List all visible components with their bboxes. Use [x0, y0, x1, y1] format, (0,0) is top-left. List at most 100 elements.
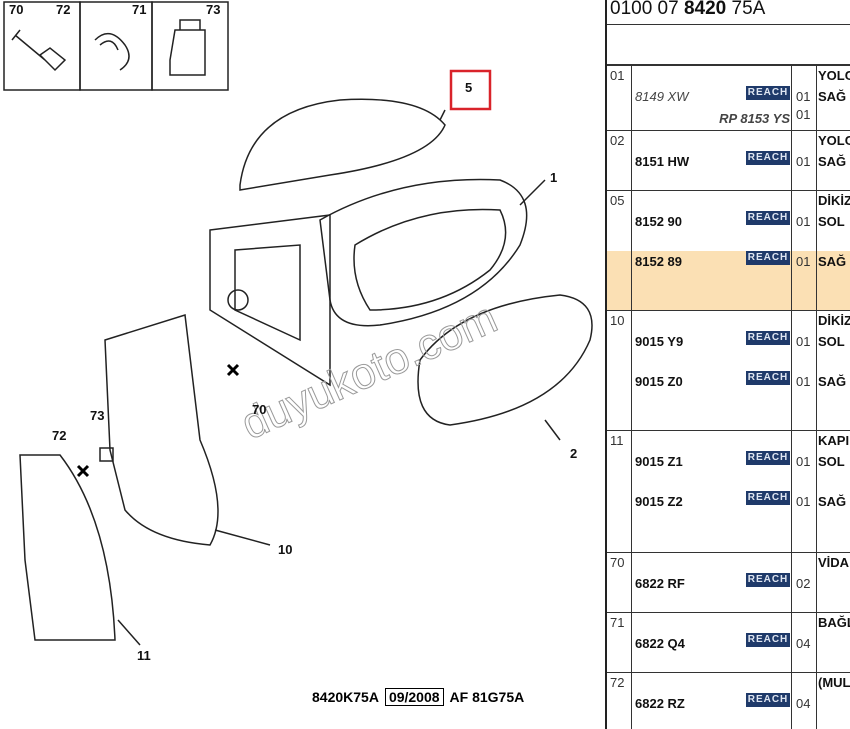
description: DİKİZ	[818, 193, 850, 208]
callout-10[interactable]: 10	[278, 542, 293, 557]
mirror-glass-part	[417, 294, 593, 426]
description: VİDA	[818, 555, 850, 570]
legend-label-73: 73	[206, 2, 221, 17]
inner-cover-part	[19, 454, 116, 641]
part-number[interactable]: 6822 RF	[635, 576, 685, 591]
ref-number: 10	[610, 313, 625, 328]
legend-label-71: 71	[132, 2, 147, 17]
table-row[interactable]: 70 VİDA 6822 RF REACH 02	[607, 552, 850, 612]
callout-72[interactable]: 72	[52, 428, 67, 443]
diagram-code: 8420K75A	[312, 689, 379, 705]
reach-badge: REACH	[746, 151, 790, 165]
description: (MUL	[818, 675, 850, 690]
mirror-assembly-drawing: duyukoto.com	[3, 1, 593, 646]
quantity: 01	[796, 254, 811, 269]
table-title: 0100 07 8420 75A	[610, 0, 766, 19]
table-row[interactable]: 72 (MUL 6822 RZ REACH 04	[607, 672, 850, 729]
side-label: SOL	[818, 214, 845, 229]
screw-icon	[11, 29, 67, 72]
part-number[interactable]: RP 8153 YS	[719, 111, 790, 126]
highlighted-row	[607, 251, 850, 310]
part-number[interactable]: 9015 Y9	[635, 334, 684, 349]
ref-number: 11	[610, 433, 624, 448]
callout-11[interactable]: 11	[137, 648, 151, 663]
side-label: SAĞ	[818, 89, 847, 104]
quantity: 01	[796, 374, 811, 389]
callout-5[interactable]: 5	[465, 80, 473, 95]
quantity: 01	[796, 89, 811, 104]
exploded-parts-diagram: duyukoto.com 70 72 71 73 5 1 2 10 11 70 …	[3, 1, 593, 706]
callout-70[interactable]: 70	[252, 402, 267, 417]
mirror-cover-part	[239, 98, 446, 191]
reach-badge: REACH	[746, 331, 790, 345]
ref-number: 71	[610, 615, 625, 630]
quantity: 01	[796, 334, 811, 349]
callout-73[interactable]: 73	[90, 408, 105, 423]
callout-2[interactable]: 2	[570, 446, 578, 461]
table-row[interactable]: 71 BAĞL 6822 Q4 REACH 04	[607, 612, 850, 672]
reach-badge: REACH	[746, 86, 790, 100]
description: KAPI	[818, 433, 850, 448]
part-number[interactable]: 9015 Z1	[635, 454, 683, 469]
reach-badge: REACH	[746, 251, 790, 265]
quantity: 04	[796, 696, 811, 711]
part-number[interactable]: 9015 Z0	[635, 374, 683, 389]
callout-5-highlight	[449, 69, 492, 111]
reach-badge: REACH	[746, 693, 790, 707]
reach-badge: REACH	[746, 573, 790, 587]
part-number[interactable]: 8149 XW	[635, 89, 689, 104]
nut-icon	[169, 19, 206, 76]
ref-number: 01	[610, 68, 625, 83]
screw-72-marker	[76, 464, 90, 478]
quantity: 01	[796, 454, 811, 469]
reach-badge: REACH	[746, 451, 790, 465]
quantity: 01	[796, 214, 811, 229]
watermark: duyukoto.com	[234, 293, 504, 449]
side-label: SAĞ	[818, 494, 847, 509]
nut-legend-cell	[151, 1, 229, 91]
quantity: 02	[796, 576, 811, 591]
part-number[interactable]: 6822 Q4	[635, 636, 685, 651]
description: YOLC	[818, 68, 850, 83]
screw-70-marker	[226, 363, 240, 377]
ref-number: 05	[610, 193, 625, 208]
part-number[interactable]: 8152 89	[635, 254, 682, 269]
mirror-housing-part	[319, 178, 528, 327]
door-trim-part	[104, 314, 219, 546]
side-label: SAĞ	[818, 254, 847, 269]
quantity: 01	[796, 107, 811, 122]
part-number[interactable]: 6822 RZ	[635, 696, 685, 711]
ref-number: 02	[610, 133, 625, 148]
diagram-footer: 8420K75A 09/2008 AF 81G75A	[312, 688, 524, 706]
diagram-date: 09/2008	[384, 688, 444, 706]
side-label: SOL	[818, 454, 845, 469]
part-number[interactable]: 8152 90	[635, 214, 682, 229]
reach-badge: REACH	[746, 371, 790, 385]
diagram-ref: AF 81G75A	[449, 689, 525, 705]
legend-label-72: 72	[56, 2, 71, 17]
part-number[interactable]: 8151 HW	[635, 154, 690, 169]
side-label: SOL	[818, 334, 845, 349]
clip-icon	[94, 32, 130, 71]
ref-number: 72	[610, 675, 625, 690]
reach-badge: REACH	[746, 211, 790, 225]
quantity: 04	[796, 636, 811, 651]
quantity: 01	[796, 494, 811, 509]
description: DİKİZ	[818, 313, 850, 328]
reach-badge: REACH	[746, 491, 790, 505]
part-number[interactable]: 9015 Z2	[635, 494, 683, 509]
reach-badge: REACH	[746, 633, 790, 647]
ball-joint	[227, 289, 249, 311]
side-label: SAĞ	[818, 154, 847, 169]
description: BAĞL	[818, 615, 850, 630]
callout-1[interactable]: 1	[550, 170, 558, 185]
nut-73-part	[99, 447, 114, 462]
legend-label-70: 70	[9, 2, 24, 17]
ref-number: 70	[610, 555, 625, 570]
